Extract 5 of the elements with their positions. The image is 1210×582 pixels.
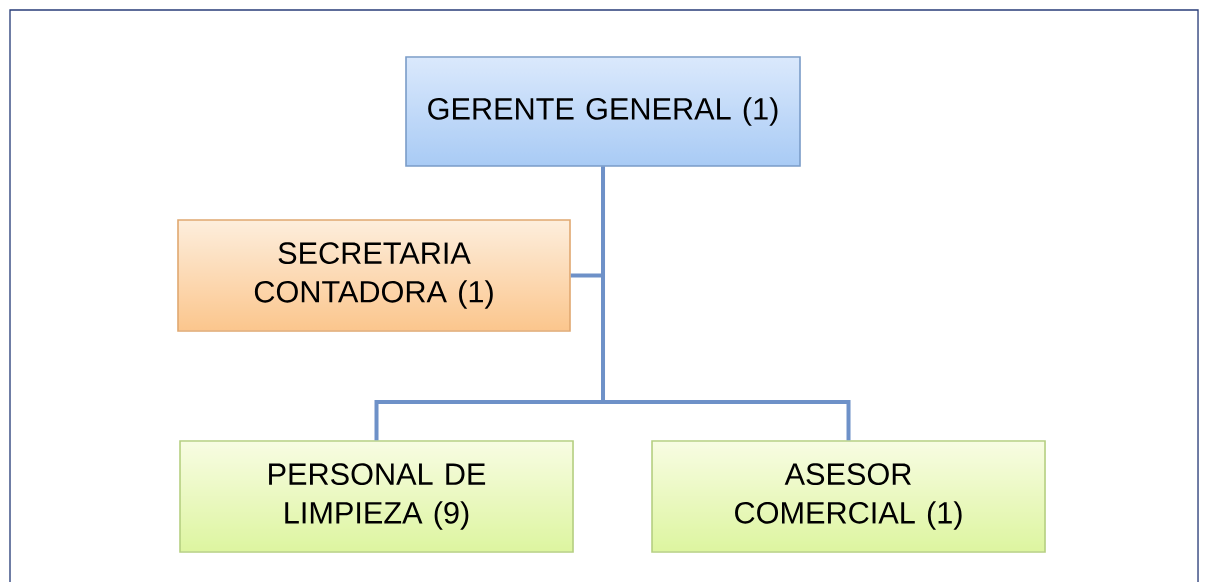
org-box: GERENTE GENERAL (1) xyxy=(405,56,801,167)
org-box: PERSONAL DE LIMPIEZA (9) xyxy=(179,440,574,553)
org-box: ASESOR COMERCIAL (1) xyxy=(651,440,1046,553)
org-box: SECRETARIA CONTADORA (1) xyxy=(177,219,571,332)
connector-line xyxy=(601,166,851,441)
